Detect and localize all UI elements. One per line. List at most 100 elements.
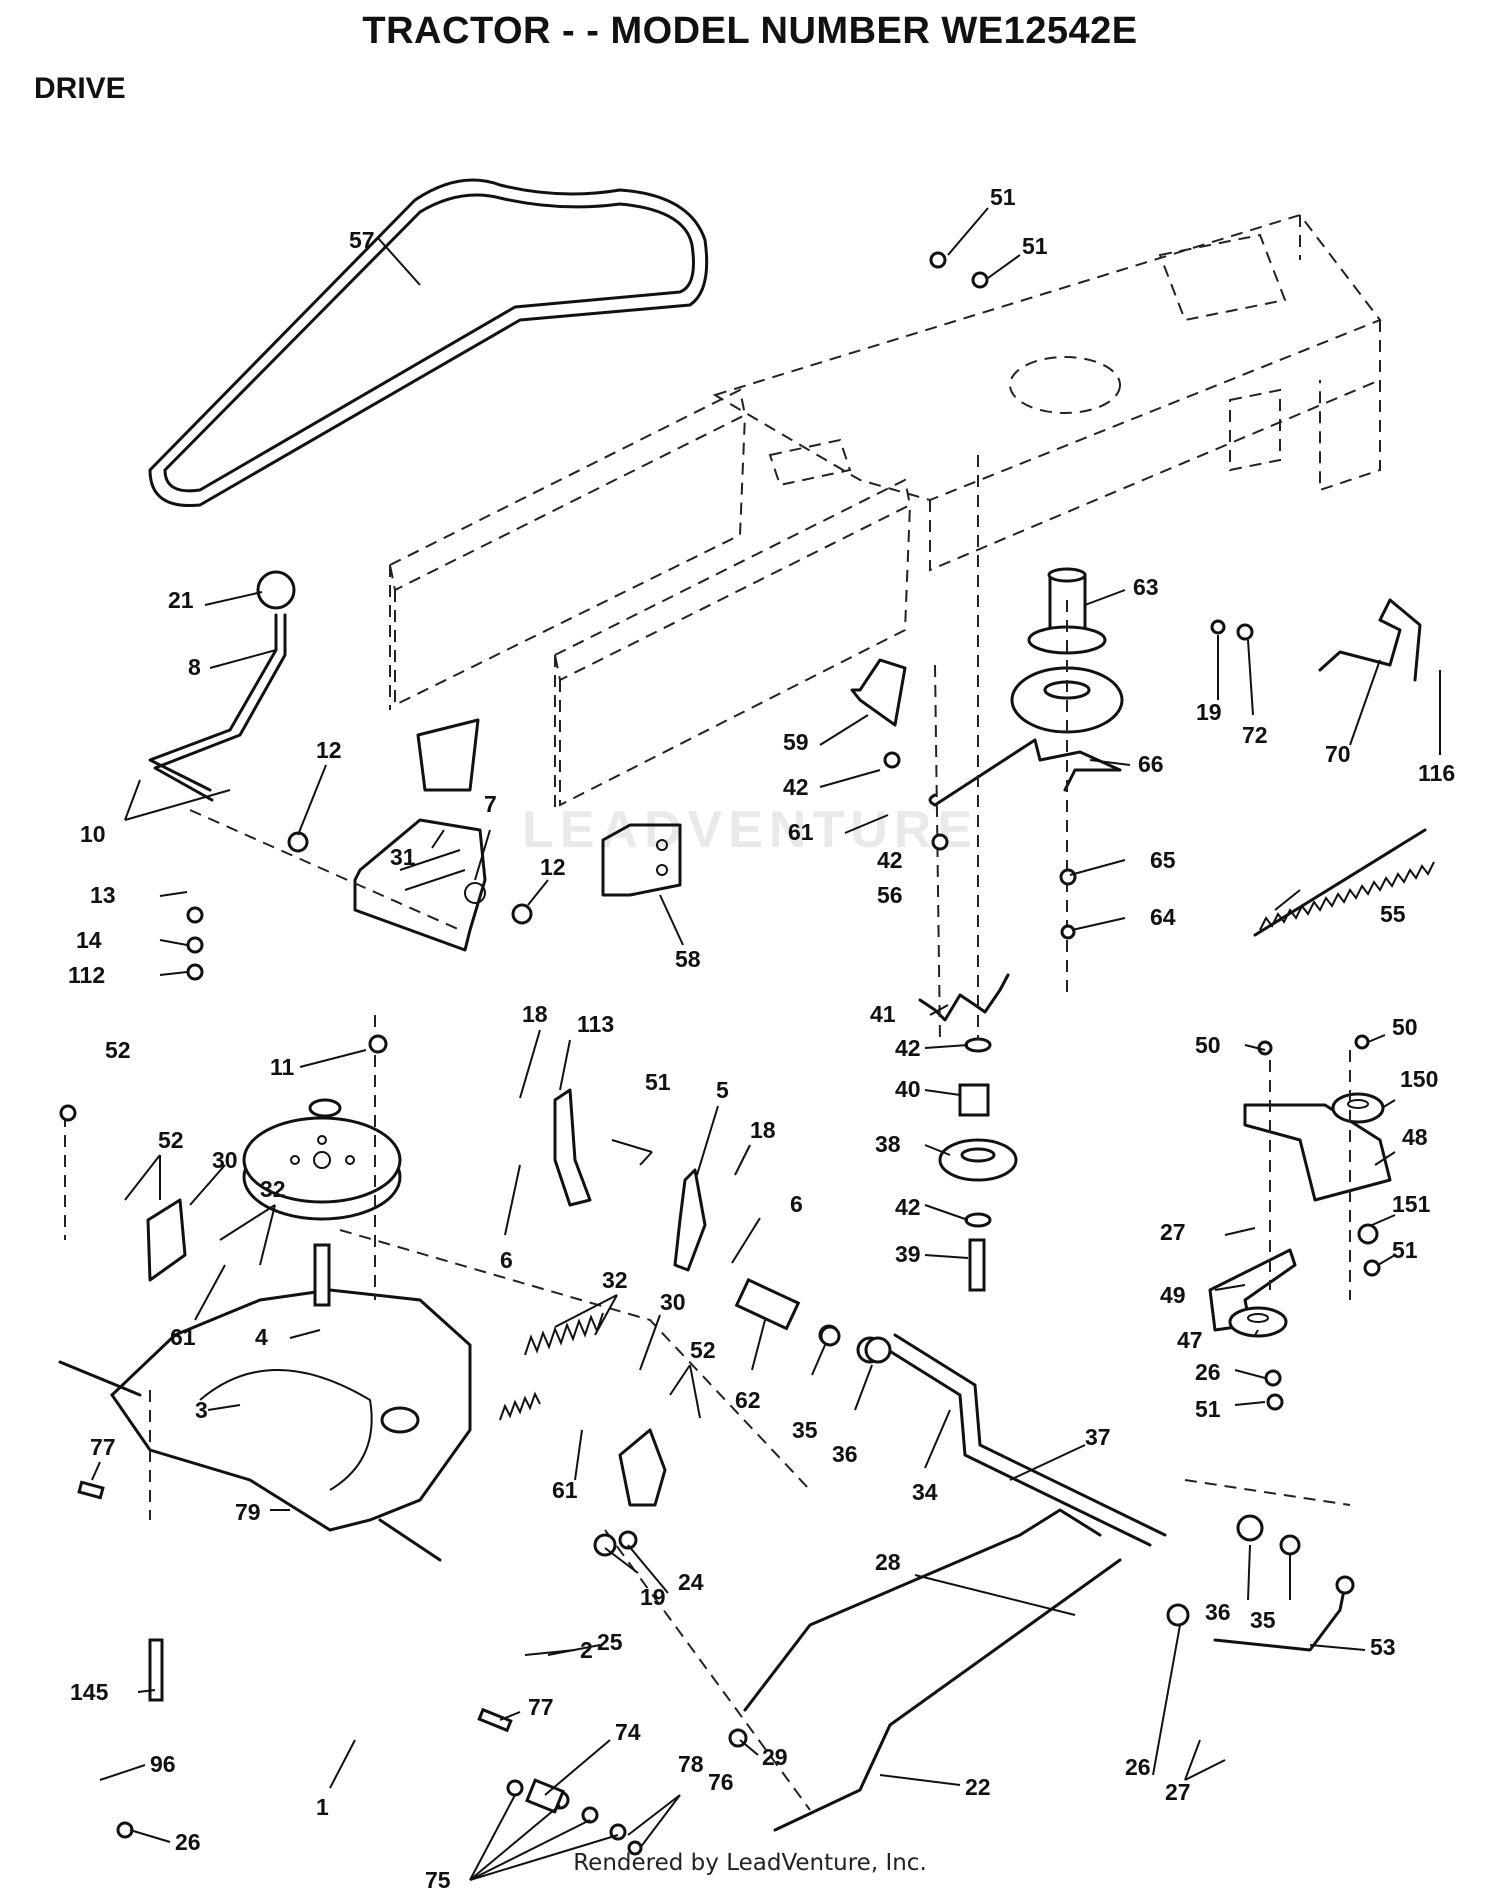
clutch-rod-28[interactable]: [743, 1508, 1102, 1712]
callout-145: 145: [70, 1679, 109, 1705]
callout-12: 12: [316, 737, 342, 763]
callout-50: 50: [1195, 1032, 1221, 1058]
callout-26: 26: [175, 1829, 201, 1855]
callout-51: 51: [645, 1069, 671, 1095]
callout-116: 116: [1418, 760, 1455, 786]
callout-52: 52: [690, 1337, 716, 1363]
callout-78: 78: [678, 1751, 704, 1777]
callout-112: 112: [68, 962, 105, 988]
callout-26: 26: [1195, 1359, 1221, 1385]
bracket-5[interactable]: [673, 1168, 707, 1272]
belt-guide-spring[interactable]: [928, 738, 1122, 807]
callout-51: 51: [1392, 1237, 1418, 1263]
compression-spring-2[interactable]: [499, 1391, 541, 1421]
callout-66: 66: [1138, 751, 1164, 777]
page-title: TRACTOR - - MODEL NUMBER WE12542E: [362, 10, 1138, 52]
bracket-113[interactable]: [553, 1088, 592, 1207]
pulley-150[interactable]: [1331, 1092, 1385, 1124]
callout-24: 24: [678, 1569, 704, 1595]
transaxle[interactable]: [58, 1243, 472, 1562]
callout-29: 29: [762, 1744, 788, 1770]
callout-42: 42: [783, 774, 809, 800]
callout-35: 35: [792, 1417, 818, 1443]
callout-57: 57: [349, 227, 375, 253]
callout-48: 48: [1402, 1124, 1428, 1150]
idler-pulley-47[interactable]: [1228, 1306, 1288, 1338]
flat-idler-pulley[interactable]: [938, 1037, 1018, 1292]
callout-32: 32: [260, 1176, 286, 1202]
rod-53[interactable]: [1213, 1583, 1347, 1652]
callout-10: 10: [80, 821, 106, 847]
callout-52: 52: [105, 1037, 131, 1063]
transmission-pulley[interactable]: [242, 1116, 402, 1221]
callout-151: 151: [1392, 1191, 1431, 1217]
hardware-fasteners[interactable]: [59, 251, 1381, 1856]
callout-63: 63: [1133, 574, 1159, 600]
retaining-ring-4[interactable]: [308, 1098, 342, 1118]
callout-56: 56: [877, 882, 903, 908]
brake-rod-22[interactable]: [773, 1558, 1122, 1832]
callout-8: 8: [188, 654, 201, 680]
callout-12: 12: [540, 854, 566, 880]
callout-5: 5: [716, 1077, 729, 1103]
belt-keeper-clip[interactable]: [850, 658, 907, 727]
extension-spring[interactable]: [1253, 828, 1435, 937]
callout-76: 76: [708, 1769, 734, 1795]
callout-34: 34: [912, 1479, 938, 1505]
callout-6: 6: [790, 1191, 803, 1217]
shift-lever[interactable]: [148, 570, 296, 802]
callout-14: 14: [76, 927, 102, 953]
callout-2: 2: [580, 1637, 593, 1663]
callout-42: 42: [877, 847, 903, 873]
callout-79: 79: [235, 1499, 261, 1525]
drive-belt[interactable]: [148, 178, 709, 508]
callout-21: 21: [168, 587, 194, 613]
leader-lines: [91, 207, 1441, 1881]
part-callouts: 57 51 51 63 19 72 70 116 21 8 59 66 42 6…: [68, 184, 1455, 1893]
bracket-30-left[interactable]: [146, 1198, 187, 1282]
wire-bracket[interactable]: [1318, 598, 1422, 682]
footer-credit: Rendered by LeadVenture, Inc.: [573, 1850, 927, 1876]
callout-28: 28: [875, 1549, 901, 1575]
callout-74: 74: [615, 1719, 641, 1745]
callout-31: 31: [390, 844, 416, 870]
callout-30: 30: [212, 1147, 238, 1173]
shift-mount-bracket[interactable]: [353, 818, 487, 952]
callout-36: 36: [1205, 1599, 1231, 1625]
callout-22: 22: [965, 1774, 991, 1800]
callout-77: 77: [528, 1694, 554, 1720]
callout-42: 42: [895, 1035, 921, 1061]
callout-18: 18: [750, 1117, 776, 1143]
callout-37: 37: [1085, 1424, 1111, 1450]
callout-30: 30: [660, 1289, 686, 1315]
section-title: DRIVE: [34, 72, 126, 105]
callout-25: 25: [597, 1629, 623, 1655]
callout-26: 26: [1125, 1754, 1151, 1780]
callout-53: 53: [1370, 1634, 1396, 1660]
callout-41: 41: [870, 1001, 896, 1027]
callout-7: 7: [484, 791, 497, 817]
callout-3: 3: [195, 1397, 208, 1423]
compression-spring-25[interactable]: [524, 1312, 604, 1356]
angle-bracket-58[interactable]: [601, 823, 682, 897]
assembly-centerlines: [64, 455, 1351, 1811]
callout-62: 62: [735, 1387, 761, 1413]
callout-70: 70: [1325, 741, 1351, 767]
callout-18: 18: [522, 1001, 548, 1027]
callout-61: 61: [788, 819, 814, 845]
bracket-30-right[interactable]: [618, 1428, 667, 1507]
callout-19: 19: [1196, 699, 1222, 725]
callout-61: 61: [170, 1324, 196, 1350]
callout-49: 49: [1160, 1282, 1186, 1308]
tractor-frame: [388, 213, 1382, 810]
callout-51: 51: [1195, 1396, 1221, 1422]
callout-36: 36: [832, 1441, 858, 1467]
callout-39: 39: [895, 1241, 921, 1267]
clutch-brake-shaft[interactable]: [734, 1277, 1167, 1547]
callout-13: 13: [90, 882, 116, 908]
idler-arm-49[interactable]: [1208, 1248, 1297, 1332]
angle-bracket-31[interactable]: [416, 718, 480, 792]
callout-27: 27: [1165, 1779, 1191, 1805]
callout-55: 55: [1380, 901, 1406, 927]
callout-50: 50: [1392, 1014, 1418, 1040]
